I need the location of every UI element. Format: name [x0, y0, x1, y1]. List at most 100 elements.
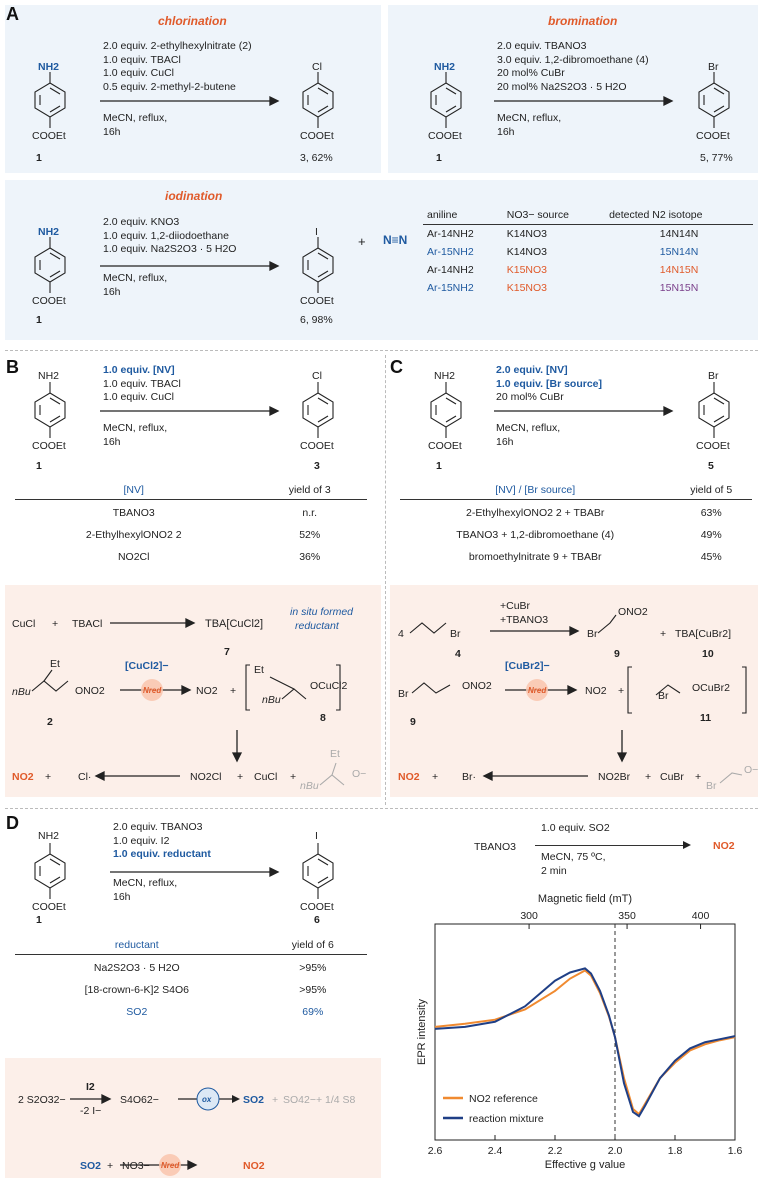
nitrate-ester: ONO2 [462, 680, 492, 692]
top-tick-label: 400 [692, 910, 710, 922]
compound-label-1: 1 [436, 460, 442, 472]
reagent-line: +TBANO3 [500, 614, 548, 626]
amine-group: NH2 [38, 370, 59, 382]
ester-group: COOEt [696, 440, 730, 452]
divider [5, 350, 758, 351]
nitrate: NO3− [122, 1160, 150, 1172]
butyl: nBu [12, 686, 31, 698]
plus-sign: + [107, 1160, 113, 1172]
condition-line: MeCN, reflux, [496, 422, 561, 434]
dinitrogen: N≡N [383, 233, 408, 247]
plus-sign: + [358, 234, 366, 249]
ester-group: COOEt [300, 130, 334, 142]
condition-line: 20 mol% CuBr [496, 391, 564, 403]
condition-line: 2.0 equiv. [NV] [496, 364, 568, 376]
condition-line: 20 mol% CuBr [497, 67, 565, 79]
panel-c-solvent: MeCN, reflux, 16h [496, 422, 560, 449]
panel-letter-a: A [6, 4, 19, 24]
oxidation-icon [196, 1087, 220, 1111]
panel-c-table: [NV] / [Br source] yield of 5 2-Ethylhex… [400, 481, 752, 566]
condition-line: 20 mol% Na2S2O3 · 5 H2O [497, 80, 627, 93]
condition-line: 0.5 equiv. 2-methyl-2-butene [103, 80, 236, 93]
tbacl-text: TBACl [72, 618, 102, 630]
plus-sign: + [695, 771, 701, 783]
top-tick-label: 350 [618, 910, 636, 922]
top-axis-title: Magnetic field (mT) [538, 893, 632, 905]
iodide-loss: -2 I− [80, 1105, 101, 1117]
chlorination-conditions: 2.0 equiv. 2-ethylhexylnitrate (2) 1.0 e… [103, 40, 252, 94]
condition-line: 16h [103, 125, 121, 138]
label-2: 2 [47, 716, 53, 728]
note-line: reductant [295, 620, 340, 632]
bromination-conditions: 2.0 equiv. TBANO3 3.0 equiv. 1,2-dibromo… [497, 40, 649, 94]
ester-group: COOEt [300, 295, 334, 307]
condition-line: MeCN, reflux, [103, 112, 168, 124]
divider [5, 808, 758, 809]
iodo-substituent: I [315, 226, 318, 238]
reaction-arrow [535, 845, 685, 846]
ester-group: COOEt [32, 901, 66, 913]
table-row: TBANO3 + 1,2-dibromoethane (4)49% [456, 529, 722, 541]
product-label-3: 3, 62% [300, 152, 333, 164]
ester-group: COOEt [428, 440, 462, 452]
panel-b-conditions: 1.0 equiv. [NV] 1.0 equiv. TBACl 1.0 equ… [103, 364, 181, 405]
condition-line: MeCN, reflux, [497, 112, 562, 124]
amine-group: NH2 [434, 61, 455, 73]
no2-text: NO2 [196, 685, 218, 697]
final-no2: NO2 [12, 771, 34, 783]
compound-label-1: 1 [36, 914, 42, 926]
table-header: aniline [427, 209, 458, 221]
chloro-substituent: Cl [312, 61, 322, 73]
condition-line: 16h [103, 435, 121, 448]
no2cl: NO2Cl [190, 771, 222, 783]
chlorination-solvent: MeCN, reflux, 16h [103, 112, 167, 139]
ethyl: Et [254, 664, 264, 676]
panel-d-solvent: MeCN, reflux, 16h [113, 877, 177, 904]
isotope-table: aniline NO3− source detected N2 isotope … [423, 206, 753, 297]
iodination-panel [5, 180, 758, 340]
table-row: Na2S2O3 · 5 H2O>95% [93, 962, 327, 974]
nred-icon [526, 679, 548, 701]
compound-label-1: 1 [36, 460, 42, 472]
amine-group: NH2 [38, 61, 59, 73]
label-9: 9 [614, 648, 620, 660]
tba-cubr2: TBA[CuBr2] [675, 628, 731, 640]
panel-c-conditions: 2.0 equiv. [NV] 1.0 equiv. [Br source] 2… [496, 364, 602, 405]
cubr2-complex: OCuBr2 [692, 682, 730, 694]
panel-d-conditions: 2.0 equiv. TBANO3 1.0 equiv. I2 1.0 equi… [113, 821, 211, 862]
x-tick-label: 1.8 [668, 1145, 683, 1157]
reactant: TBANO3 [474, 841, 517, 853]
nred-icon [159, 1154, 181, 1176]
bromo-substituent: Br [708, 370, 719, 382]
legend-label: reaction mixture [469, 1113, 544, 1125]
y-axis-title: EPR intensity [416, 998, 428, 1065]
condition-line: 3.0 equiv. 1,2-dibromoethane (4) [497, 53, 649, 66]
plus-sign: + [660, 628, 666, 640]
condition-line: 1.0 equiv. CuCl [103, 67, 175, 79]
label-7: 7 [224, 646, 230, 658]
table-header: yield of 6 [291, 939, 334, 951]
reaction-conditions: MeCN, 75 ºC, 2 min [541, 851, 606, 878]
condition-line: MeCN, reflux, [103, 422, 168, 434]
ox-label: ox [202, 1095, 212, 1104]
plus-sign: + [618, 685, 624, 697]
label-11: 11 [700, 712, 711, 724]
byproducts: SO42−+ 1/4 S8 [283, 1094, 356, 1106]
table-header: NO3− source [506, 209, 569, 221]
condition-line: 1.0 equiv. TBACl [103, 53, 181, 66]
iodine: I2 [86, 1081, 95, 1093]
condition-line: 1.0 equiv. I2 [113, 834, 170, 847]
series-line [434, 967, 736, 1118]
table-row: [18-crown-6-K]2 S4O6>95% [84, 984, 327, 996]
compound-label-1: 1 [436, 152, 442, 164]
cubr2-anion: [CuBr2]− [505, 660, 550, 672]
ester-group: COOEt [32, 295, 66, 307]
x-tick-label: 2.2 [548, 1145, 563, 1157]
bromination-panel [388, 5, 758, 173]
label-10: 10 [702, 648, 714, 660]
